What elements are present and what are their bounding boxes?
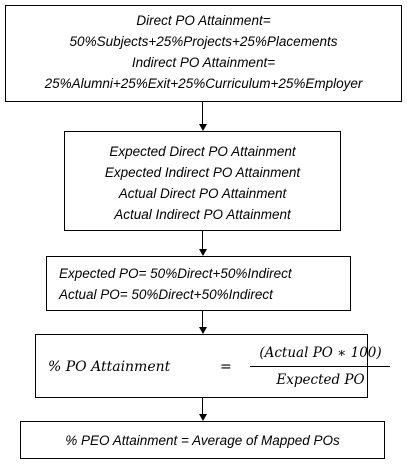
- expected-direct-po: Expected Direct PO Attainment: [109, 144, 296, 159]
- flow-arrow-2: [202, 231, 204, 249]
- flow-arrow-1: [202, 102, 204, 124]
- expected-po-formula: Expected PO= 50%Direct+50%Indirect: [59, 266, 292, 281]
- po-attainment-lhs: % PO Attainment: [48, 359, 171, 375]
- fraction-bar: [250, 366, 390, 368]
- peo-attainment-box: % PEO Attainment = Average of Mapped POs: [20, 421, 385, 459]
- equals-sign: =: [220, 359, 232, 375]
- flow-arrow-3-head: [198, 327, 207, 334]
- actual-indirect-po: Actual Indirect PO Attainment: [114, 207, 291, 222]
- formula-denominator: Expected PO: [276, 372, 365, 388]
- flow-arrow-4-head: [198, 414, 207, 421]
- expected-actual-box: Expected Direct PO Attainment Expected I…: [64, 131, 341, 231]
- flow-arrow-1-head: [198, 124, 207, 131]
- expected-indirect-po: Expected Indirect PO Attainment: [104, 165, 301, 180]
- flow-arrow-2-head: [198, 249, 207, 256]
- formula-numerator: (Actual PO ∗ 100): [259, 345, 382, 361]
- direct-po-formula: 50%Subjects+25%Projects+25%Placements: [69, 34, 338, 49]
- direct-po-label: Direct PO Attainment=: [136, 13, 271, 28]
- actual-direct-po: Actual Direct PO Attainment: [118, 186, 287, 201]
- flow-arrow-4: [202, 398, 204, 414]
- po-attainment-formula-box: % PO Attainment = (Actual PO ∗ 100) Expe…: [35, 334, 390, 398]
- actual-po-formula: Actual PO= 50%Direct+50%Indirect: [59, 287, 273, 302]
- peo-attainment-formula: % PEO Attainment = Average of Mapped POs: [65, 433, 340, 448]
- po-attainment-definition-box: Direct PO Attainment= 50%Subjects+25%Pro…: [5, 5, 402, 102]
- indirect-po-formula: 25%Alumni+25%Exit+25%Curriculum+25%Emplo…: [44, 76, 363, 91]
- po-combination-box: Expected PO= 50%Direct+50%Indirect Actua…: [46, 256, 351, 311]
- flow-arrow-3: [202, 311, 204, 327]
- indirect-po-label: Indirect PO Attainment=: [131, 55, 276, 70]
